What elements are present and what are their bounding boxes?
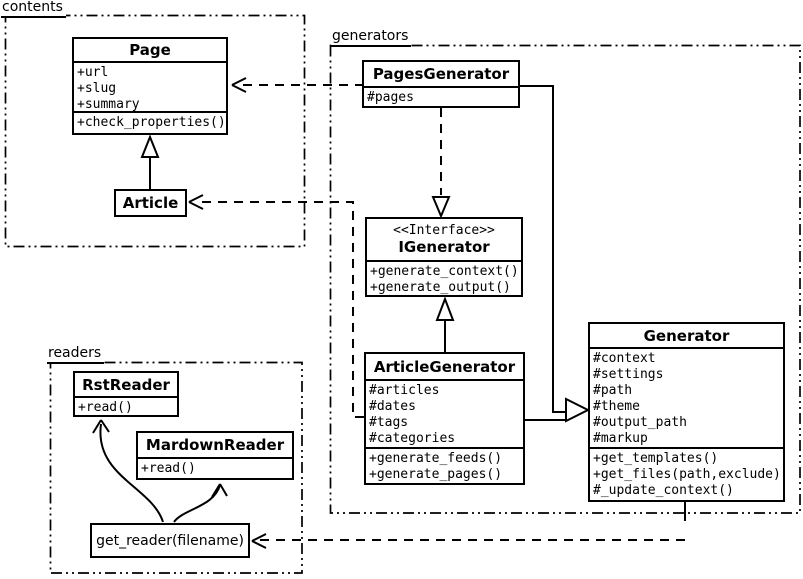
edge-getreader-to-rstreader <box>99 423 164 523</box>
method: +read() <box>78 400 133 415</box>
class-article: Article <box>114 189 187 217</box>
attribute: #theme <box>593 399 640 414</box>
class-page: Page +url +slug +summary +check_properti… <box>72 37 228 135</box>
attribute: +slug <box>77 81 117 96</box>
attribute: #tags <box>369 415 409 430</box>
open-arrowheads <box>188 77 267 549</box>
class-generator-methods: +get_templates() +get_files(path,exclude… <box>590 449 783 501</box>
triangle-generator <box>565 397 591 423</box>
arrowhead-rstreader <box>92 419 110 434</box>
class-igenerator-title: <<Interface>> IGenerator <box>367 219 521 262</box>
attribute: #articles <box>369 383 440 398</box>
edge-articlegenerator-to-article <box>198 201 364 418</box>
dashed-edges <box>198 84 685 541</box>
class-page-methods: +check_properties() <box>74 113 226 133</box>
function-get-reader: get_reader(filename) <box>90 523 250 558</box>
readers-package-border <box>49 361 303 574</box>
generators-package-border <box>329 44 801 514</box>
class-article-title: Article <box>122 194 179 212</box>
edge-getreader-to-mardownreader <box>173 484 221 523</box>
method: +generate_output() <box>370 280 511 295</box>
class-article-generator-methods: +generate_feeds() +generate_pages() <box>366 449 523 485</box>
class-article-generator: ArticleGenerator #articles #dates #tags … <box>364 352 525 485</box>
class-igenerator-methods: +generate_context() +generate_output() <box>367 262 521 298</box>
package-borders <box>4 14 801 574</box>
arrowhead-page <box>231 77 247 93</box>
readers-package-label: readers <box>47 346 105 364</box>
contents-package-border <box>4 14 306 248</box>
method: +check_properties() <box>77 115 226 130</box>
method: +get_templates() <box>593 451 719 466</box>
method: +generate_context() <box>370 264 519 279</box>
attribute: +summary <box>77 97 140 112</box>
attribute: #output_path <box>593 415 687 430</box>
class-igenerator-name: IGenerator <box>398 238 490 256</box>
class-page-title: Page <box>74 39 226 63</box>
triangle-page <box>140 134 160 158</box>
class-pages-generator-attributes: #pages <box>364 88 518 108</box>
arrowhead-getreader <box>251 533 267 549</box>
triangle-igenerator-top <box>431 196 451 219</box>
class-igenerator: <<Interface>> IGenerator +generate_conte… <box>365 217 523 297</box>
class-article-generator-attributes: #articles #dates #tags #categories <box>366 381 523 449</box>
method: +get_files(path,exclude) <box>593 467 781 482</box>
method: +generate_feeds() <box>369 451 503 466</box>
class-mardown-reader: MardownReader +read() <box>136 431 294 480</box>
class-generator-title: Generator <box>590 324 783 349</box>
method: +read() <box>141 461 196 476</box>
attribute: #dates <box>369 399 416 414</box>
class-generator: Generator #context #settings #path #them… <box>588 322 785 502</box>
class-rst-reader-title: RstReader <box>75 373 177 398</box>
generators-package-label: generators <box>331 29 412 47</box>
method: #_update_context() <box>593 483 734 498</box>
method: +generate_pages() <box>369 467 503 482</box>
triangle-igenerator-bottom <box>435 296 455 321</box>
attribute: +url <box>77 65 109 80</box>
class-article-generator-title: ArticleGenerator <box>366 354 523 381</box>
class-pages-generator: PagesGenerator #pages <box>362 60 520 108</box>
attribute: #pages <box>367 90 414 105</box>
class-rst-reader: RstReader +read() <box>73 371 179 417</box>
class-generator-attributes: #context #settings #path #theme #output_… <box>590 349 783 449</box>
attribute: #settings <box>593 367 664 382</box>
arrowhead-article <box>188 194 204 210</box>
class-rst-reader-methods: +read() <box>75 398 177 418</box>
class-mardown-reader-methods: +read() <box>138 459 292 479</box>
attribute: #context <box>593 351 656 366</box>
contents-package-label: contents <box>1 0 66 18</box>
attribute: #markup <box>593 431 648 446</box>
class-page-attributes: +url +slug +summary <box>74 63 226 113</box>
class-pages-generator-title: PagesGenerator <box>364 62 518 88</box>
class-igenerator-stereotype: <<Interface>> <box>393 223 495 238</box>
inheritance-triangles <box>140 134 591 423</box>
attribute: #categories <box>369 431 456 446</box>
edge-pagesgenerator-to-generator <box>520 85 566 413</box>
class-mardown-reader-title: MardownReader <box>138 433 292 459</box>
attribute: #path <box>593 383 633 398</box>
solid-edges <box>92 85 686 523</box>
arrowhead-mardownreader <box>211 483 228 498</box>
